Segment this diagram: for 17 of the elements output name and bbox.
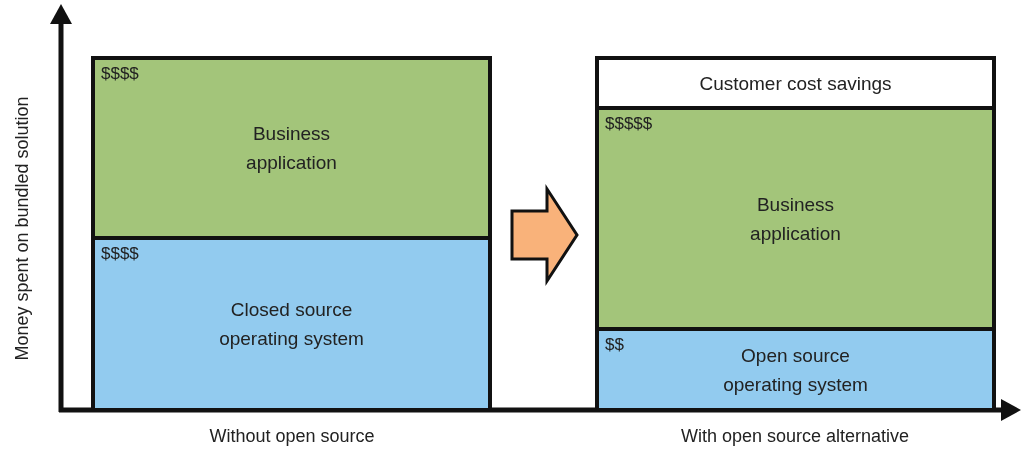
block-label: Business application <box>749 192 842 246</box>
block-arrow <box>510 183 579 287</box>
block-label: Customer cost savings <box>699 71 892 96</box>
block-label: Closed source operating system <box>218 298 365 351</box>
cost-block <box>95 236 488 408</box>
cost-label: $$$$$ <box>605 114 653 134</box>
cost-block <box>599 106 992 327</box>
category-label: Without open source <box>209 425 375 447</box>
cost-block <box>599 327 992 408</box>
block-label: Open source operating system <box>722 343 869 397</box>
cost-label: $$ <box>605 335 624 355</box>
cost-block <box>95 60 488 236</box>
axis-label: Money spent on bundled solution <box>11 95 33 361</box>
cost-label: $$$$ <box>101 64 139 84</box>
block-label: Business application <box>245 122 338 175</box>
category-label: With open source alternative <box>681 425 910 447</box>
cost-label: $$$$ <box>101 244 139 264</box>
